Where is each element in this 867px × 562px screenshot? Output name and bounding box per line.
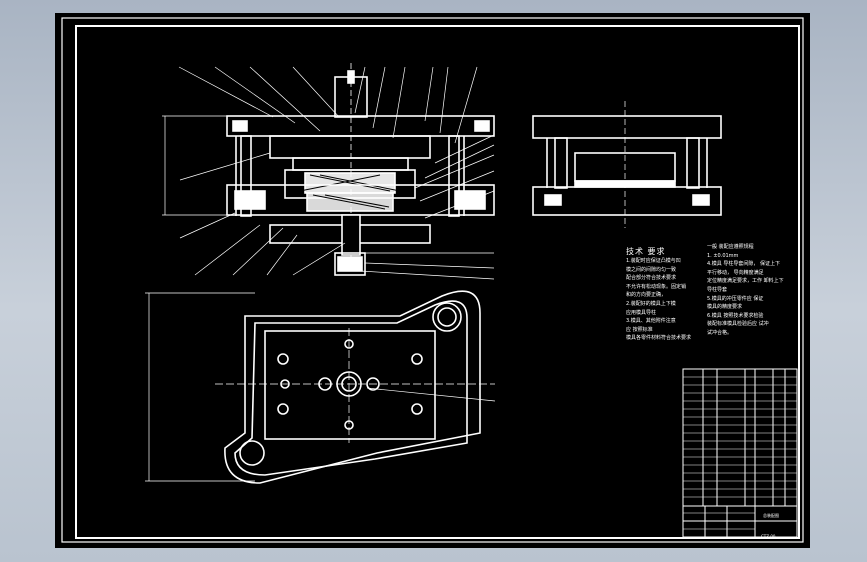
drawing-code: CTZ-00: [761, 534, 776, 539]
tech-line: 一般 装配应遵照规程: [707, 244, 754, 250]
tech-line: 装配标准模具检验后应 试冲: [707, 321, 769, 328]
title-block-rows: [683, 376, 797, 530]
tech-requirements-title: 技术 要求: [626, 247, 666, 256]
cad-drawing-viewport[interactable]: 技术 要求 1.装配时应保证凸模与凹 模之间的间隙均匀一致 配合部分符合技术要求…: [55, 13, 810, 548]
tech-requirements-left: 1.装配时应保证凸模与凹 模之间的间隙均匀一致 配合部分符合技术要求 不允许有松…: [626, 257, 691, 343]
tech-line: 2.装配好的模具上下模: [626, 300, 676, 307]
tech-line: 导柱导套: [707, 286, 728, 293]
tech-line: 模具各零件材料符合技术要求: [626, 335, 692, 342]
plan-view: [145, 290, 496, 484]
tech-line: 4.模具 导柱导套间隙， 保证上下: [707, 261, 780, 268]
tech-line: 3.模具、其他附件注意: [626, 318, 676, 325]
drawing-name: 总装配图: [763, 513, 779, 518]
tech-line: 6.模具 按照技术要求检验: [707, 312, 764, 319]
title-block: [682, 368, 798, 538]
side-view: [532, 101, 722, 228]
inner-frame: [75, 25, 800, 539]
tech-line: 定位精度满足要求，工作 卸料上下: [707, 278, 784, 285]
tech-line: 不允许有松动现象。固定销: [626, 283, 687, 290]
tech-line: 试冲合格。: [707, 329, 733, 336]
tech-line: 模具的精度要求: [707, 304, 743, 311]
outer-frame: [61, 17, 804, 543]
tech-line: 应用模具导柱: [626, 309, 657, 316]
tech-line: 1.装配时应保证凸模与凹: [626, 258, 681, 264]
tech-line: 应 按照标准: [626, 326, 653, 333]
tech-line: 1. ±0.01mm: [707, 252, 739, 259]
tech-line: 模之间的间隙均匀一致: [626, 266, 677, 273]
tech-line: 和的方向要正确，: [626, 292, 667, 299]
tech-line: 5.模具的冲压零件应 保证: [707, 295, 764, 302]
tech-requirements-right: 一般 装配应遵照规程 1. ±0.01mm 4.模具 导柱导套间隙， 保证上下 …: [707, 243, 784, 338]
front-section-view: [162, 63, 495, 280]
tech-line: 平行移动， 导向精度满足: [707, 269, 764, 276]
assembly-drawing: [61, 17, 804, 543]
tech-line: 配合部分符合技术要求: [626, 275, 677, 282]
